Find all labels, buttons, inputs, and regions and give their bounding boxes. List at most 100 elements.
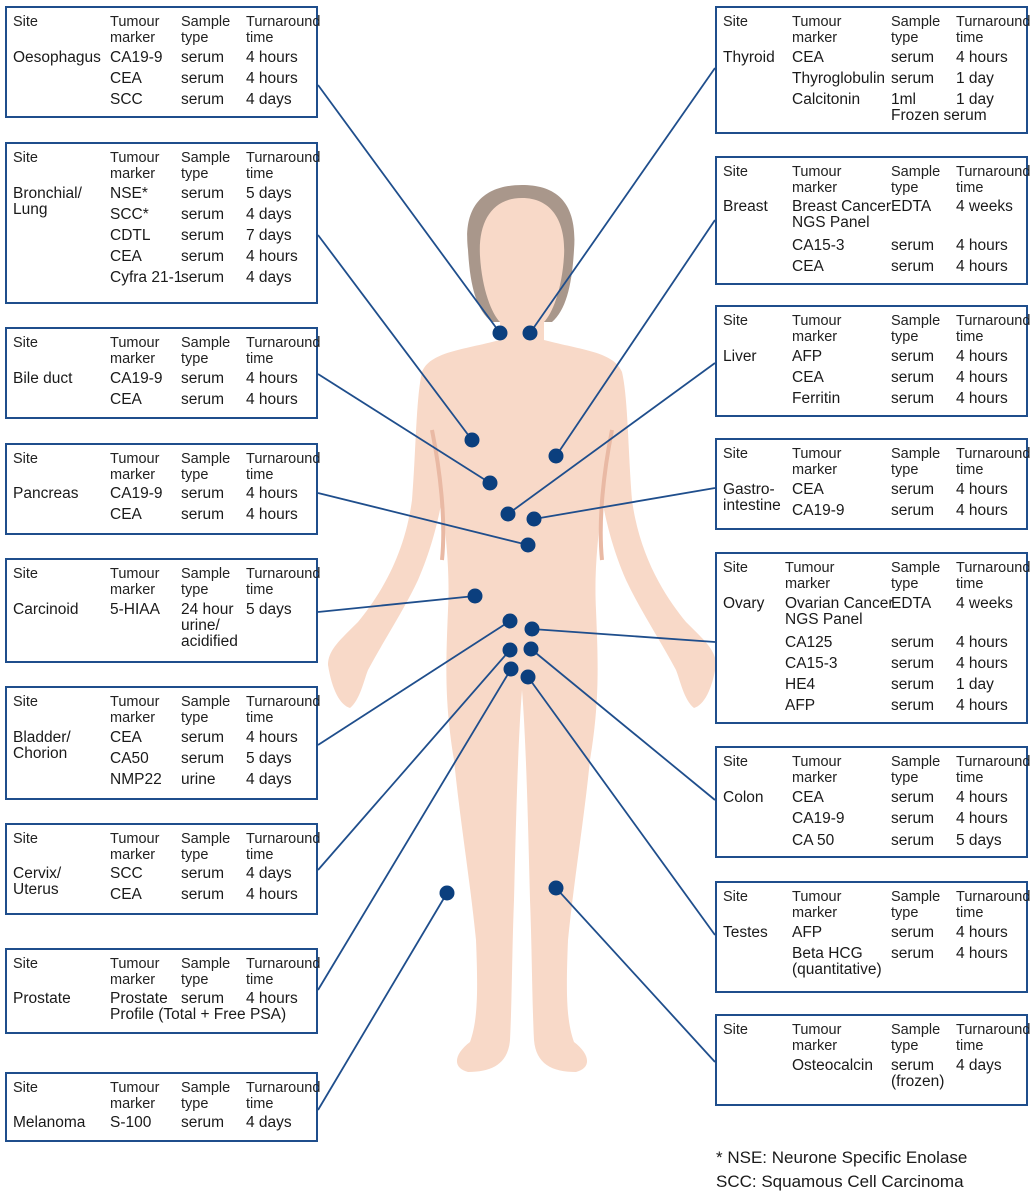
footnotes: * NSE: Neurone Specific Enolase SCC: Squ… <box>716 1146 967 1194</box>
sample-type: serum <box>181 370 225 387</box>
header-turnaround-time: Turnaround time <box>956 14 1031 46</box>
sample-type: serum <box>181 729 225 746</box>
header-turnaround-time: Turnaround time <box>956 889 1031 921</box>
header-tumour-marker: Tumour marker <box>792 889 842 921</box>
turnaround-time: 4 days <box>246 206 292 223</box>
header-tumour-marker: Tumour marker <box>792 446 842 478</box>
site-name: Pancreas <box>13 485 79 502</box>
sample-type: serum <box>891 655 935 672</box>
sample-type: serum <box>891 789 935 806</box>
tumour-marker: HE4 <box>785 676 816 693</box>
header-sample-type: Sample type <box>891 446 941 478</box>
site-marker-dot <box>464 432 480 448</box>
turnaround-time: 4 hours <box>246 248 298 265</box>
sample-type: serum <box>891 924 935 941</box>
tumour-marker: CA19-9 <box>110 370 163 387</box>
header-site: Site <box>13 956 38 972</box>
sample-type: serum <box>181 248 225 265</box>
turnaround-time: 4 hours <box>956 502 1008 519</box>
turnaround-time: 4 weeks <box>956 198 1013 215</box>
tumour-marker: CEA <box>110 248 142 265</box>
turnaround-time: 4 hours <box>246 391 298 408</box>
header-sample-type: Sample type <box>181 335 231 367</box>
tumour-marker: CA19-9 <box>110 485 163 502</box>
sample-type: serum (frozen) <box>891 1057 945 1090</box>
site-marker-dot <box>492 325 508 341</box>
turnaround-time: 4 hours <box>956 390 1008 407</box>
turnaround-time: 4 hours <box>246 990 298 1007</box>
header-sample-type: Sample type <box>181 14 231 46</box>
turnaround-time: 4 hours <box>246 729 298 746</box>
tumour-marker: CA19-9 <box>792 502 845 519</box>
footnote-nse: * NSE: Neurone Specific Enolase <box>716 1148 968 1167</box>
site-name: Ovary <box>723 595 765 612</box>
connector-line <box>317 649 511 871</box>
turnaround-time: 4 hours <box>246 886 298 903</box>
turnaround-time: 4 hours <box>956 924 1008 941</box>
site-marker-dot <box>439 885 455 901</box>
tumour-marker: CA19-9 <box>792 810 845 827</box>
connector-line <box>317 234 473 441</box>
site-name: Bronchial/ Lung <box>13 185 82 218</box>
header-turnaround-time: Turnaround time <box>246 956 321 988</box>
sample-type: serum <box>181 1114 225 1131</box>
sample-type: serum <box>891 70 935 87</box>
turnaround-time: 4 hours <box>246 49 298 66</box>
turnaround-time: 5 days <box>246 750 292 767</box>
site-marker-dot <box>502 613 518 629</box>
tumour-marker: 5-HIAA <box>110 601 160 618</box>
site-marker-dot <box>500 506 516 522</box>
header-site: Site <box>13 335 38 351</box>
header-site: Site <box>13 451 38 467</box>
sample-type: serum <box>181 49 225 66</box>
turnaround-time: 5 days <box>246 185 292 202</box>
header-turnaround-time: Turnaround time <box>246 335 321 367</box>
turnaround-time: 5 days <box>956 832 1002 849</box>
connector-line <box>317 84 501 334</box>
tumour-marker: Thyroglobulin <box>792 70 886 87</box>
sample-type: serum <box>891 676 935 693</box>
sample-type: serum <box>181 485 225 502</box>
site-marker-dot <box>467 588 483 604</box>
site-marker-dot <box>520 669 536 685</box>
turnaround-time: 5 days <box>246 601 292 618</box>
tumour-marker: CA50 <box>110 750 149 767</box>
header-sample-type: Sample type <box>891 560 941 592</box>
turnaround-time: 4 days <box>956 1057 1002 1074</box>
header-turnaround-time: Turnaround time <box>956 164 1031 196</box>
site-name: Oesophagus <box>13 49 101 66</box>
header-tumour-marker: Tumour marker <box>110 14 160 46</box>
sample-type: serum <box>891 697 935 714</box>
turnaround-time: 4 days <box>246 91 292 108</box>
tumour-marker: CA19-9 <box>110 49 163 66</box>
sample-type: EDTA <box>891 595 932 612</box>
tumour-marker: CEA <box>792 369 824 386</box>
header-tumour-marker: Tumour marker <box>792 164 842 196</box>
connector-lines <box>317 67 716 1111</box>
header-site: Site <box>723 1022 748 1038</box>
header-sample-type: Sample type <box>181 831 231 863</box>
header-tumour-marker: Tumour marker <box>110 956 160 988</box>
header-tumour-marker: Tumour marker <box>110 1080 160 1112</box>
site-name: Testes <box>723 924 768 941</box>
turnaround-time: 4 hours <box>246 70 298 87</box>
header-turnaround-time: Turnaround time <box>246 14 321 46</box>
header-site: Site <box>13 1080 38 1096</box>
turnaround-time: 1 day <box>956 676 994 693</box>
sample-type: serum <box>181 227 225 244</box>
sample-type: serum <box>181 70 225 87</box>
tumour-marker: CEA <box>110 70 142 87</box>
tumour-marker: Ovarian Cancer NGS Panel <box>785 595 894 628</box>
turnaround-time: 4 hours <box>956 789 1008 806</box>
tumour-marker: NSE* <box>110 185 148 202</box>
tumour-marker: CDTL <box>110 227 151 244</box>
connector-line <box>533 487 716 520</box>
sample-type: serum <box>891 237 935 254</box>
tumour-marker: CEA <box>792 258 824 275</box>
header-site: Site <box>723 14 748 30</box>
sample-type: serum <box>891 258 935 275</box>
